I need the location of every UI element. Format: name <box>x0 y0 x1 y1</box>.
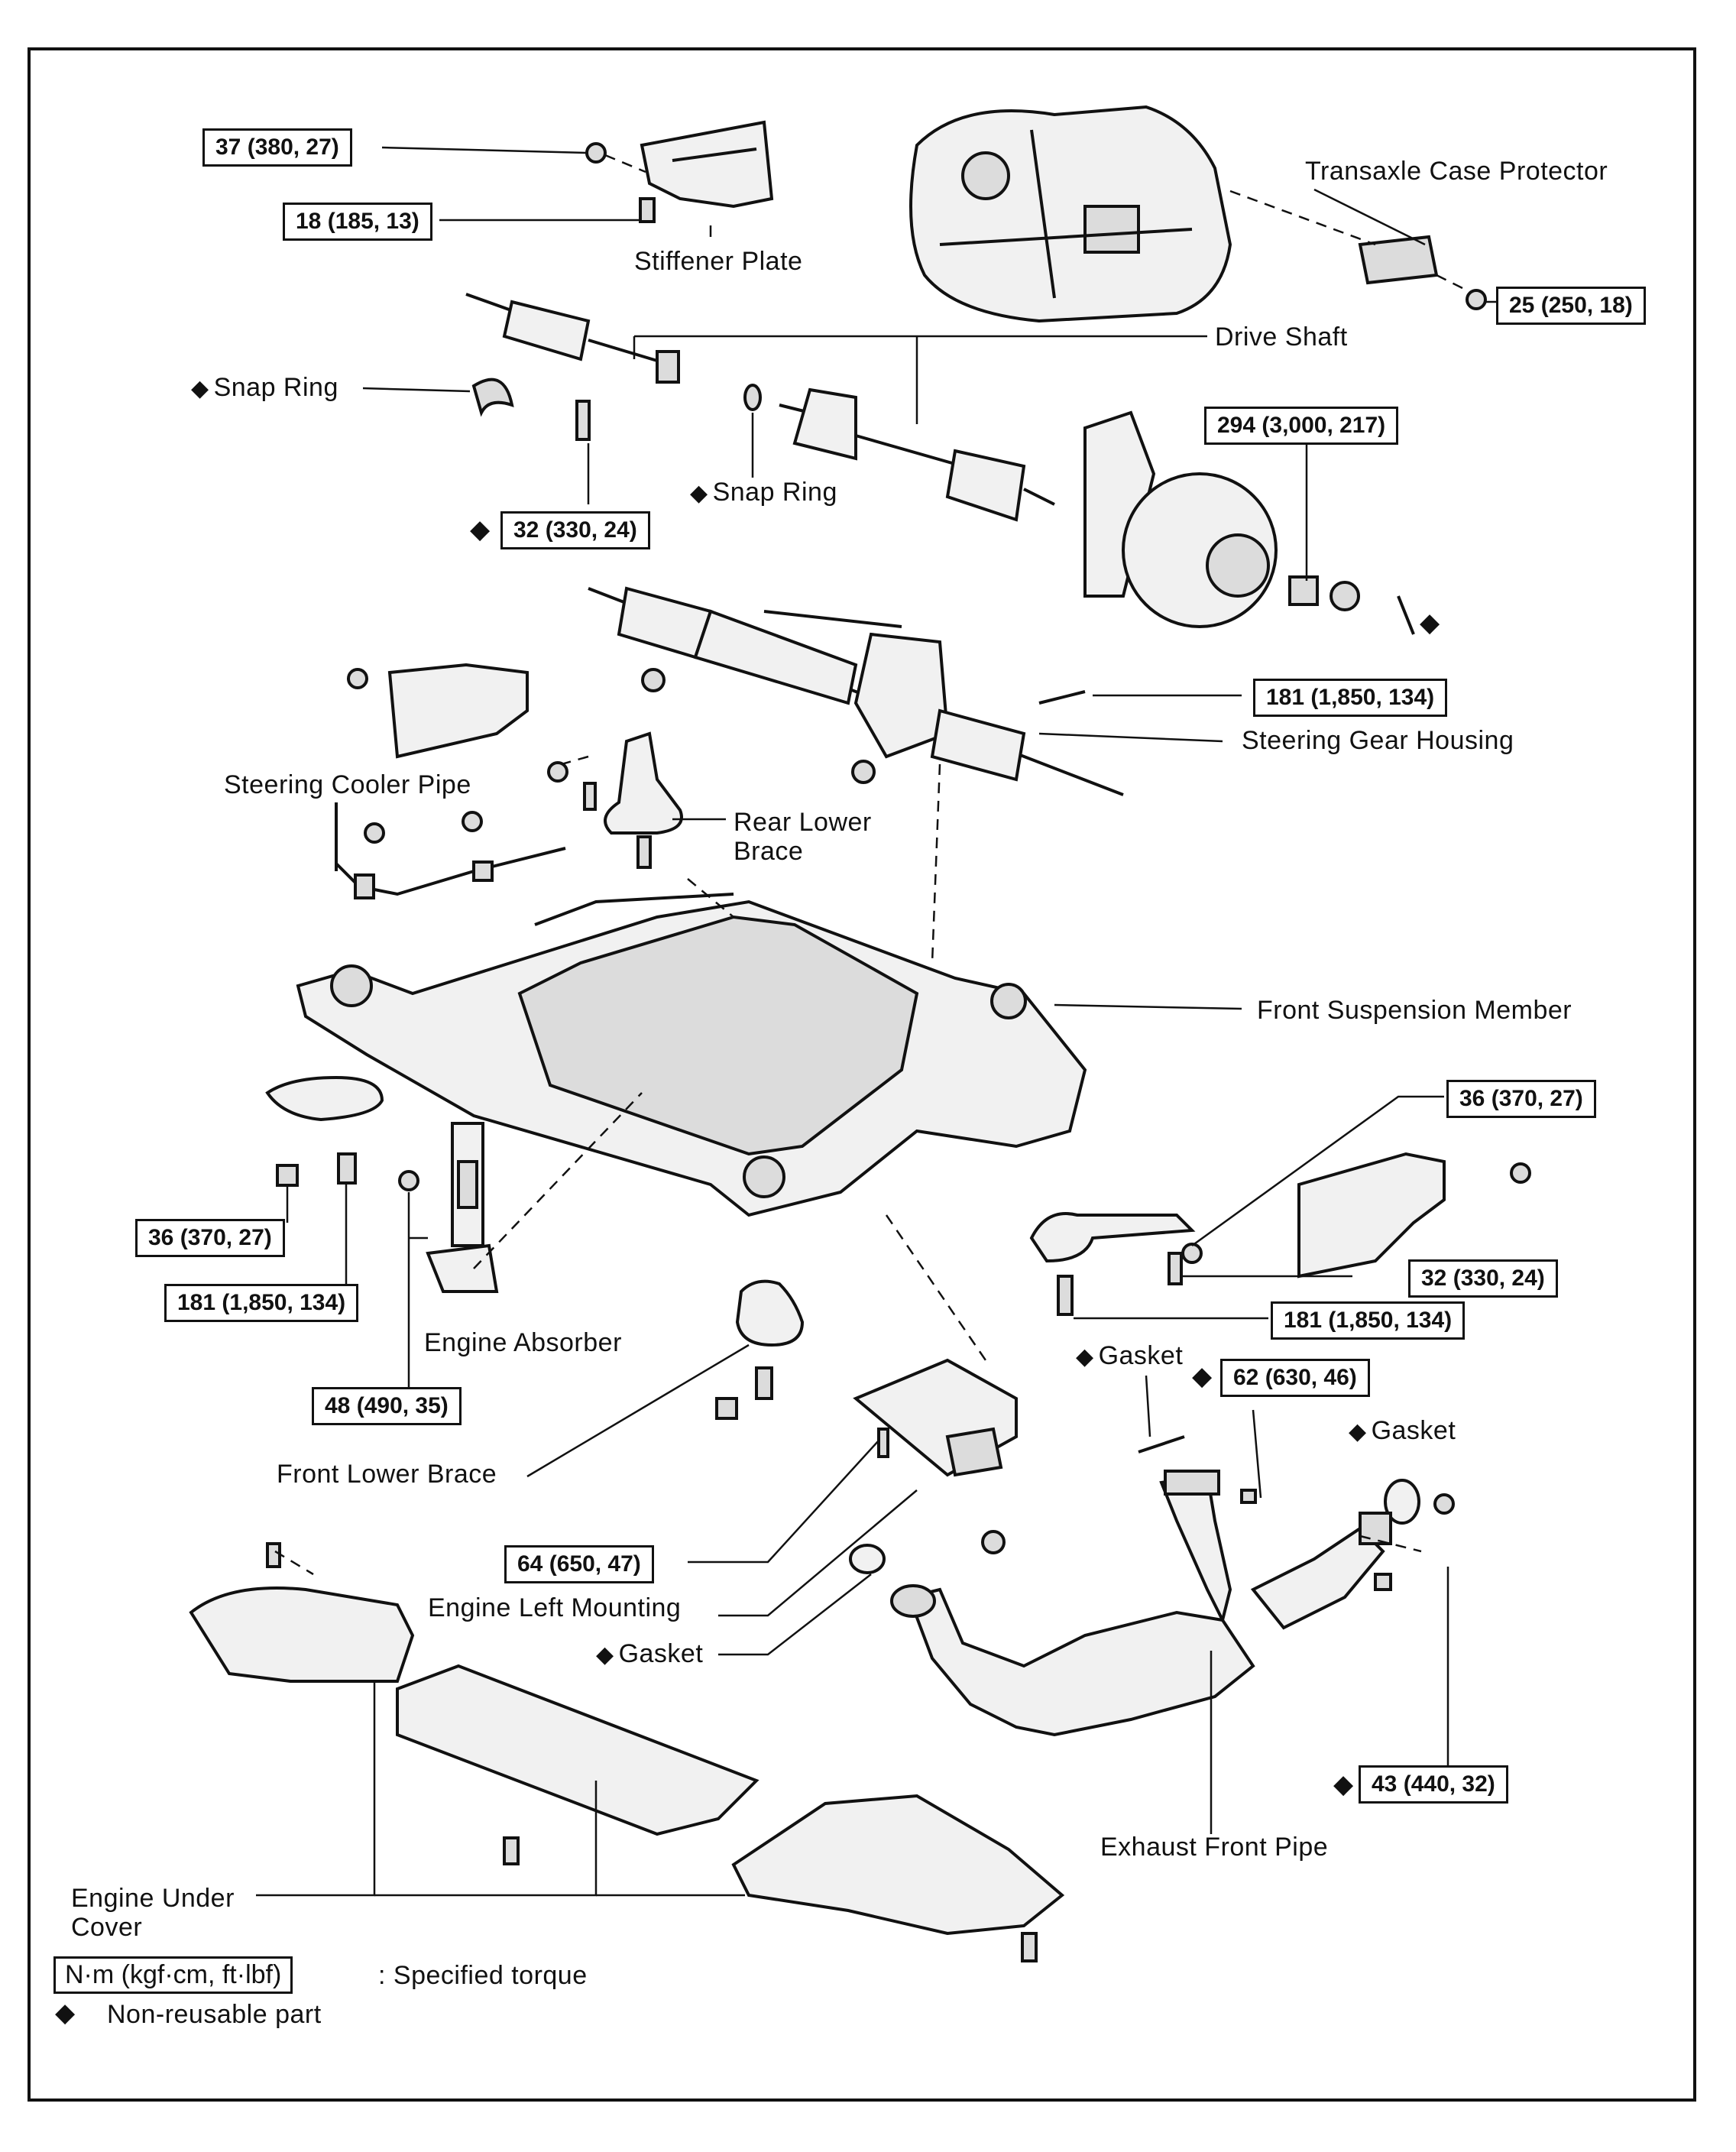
label-steering-gear-housing: Steering Gear Housing <box>1242 726 1514 755</box>
label-gasket-1-text: Gasket <box>1098 1341 1184 1370</box>
nonreusable-marker: ◆ <box>1076 1344 1094 1369</box>
label-gasket-2: ◆Gasket <box>1349 1416 1456 1445</box>
nonreusable-marker: ◆ <box>596 1642 614 1667</box>
nonreusable-marker: ◆ <box>690 481 708 506</box>
torque-294: 294 (3,000, 217) <box>1204 407 1399 445</box>
torque-32b: 32 (330, 24) <box>1408 1259 1558 1298</box>
diagram-frame <box>28 47 1696 2102</box>
label-rear-lower-brace-line1: Rear Lower <box>734 808 872 837</box>
engine-left-mounting-part <box>853 1358 1018 1477</box>
label-gasket-2-text: Gasket <box>1371 1416 1456 1445</box>
torque-181c: 181 (1,850, 134) <box>1271 1301 1466 1340</box>
knuckle-brake-part <box>1083 410 1415 635</box>
label-engine-absorber: Engine Absorber <box>424 1328 622 1357</box>
label-steering-cooler-pipe: Steering Cooler Pipe <box>224 770 471 799</box>
nonreusable-marker: ◆ <box>470 515 491 544</box>
label-snap-ring-2: ◆Snap Ring <box>690 478 837 507</box>
label-gasket-1: ◆Gasket <box>1076 1341 1183 1370</box>
label-transaxle-case-protector: Transaxle Case Protector <box>1305 157 1608 186</box>
label-front-lower-brace: Front Lower Brace <box>277 1460 497 1489</box>
nonreusable-marker: ◆ <box>1349 1419 1367 1444</box>
label-gasket-3: ◆Gasket <box>596 1639 703 1668</box>
torque-25: 25 (250, 18) <box>1496 287 1646 325</box>
engine-absorber-part <box>398 1122 499 1293</box>
engine-under-cover-part <box>189 1542 1065 1962</box>
label-exhaust-front-pipe: Exhaust Front Pipe <box>1100 1833 1329 1862</box>
drive-shaft-part <box>465 293 1055 522</box>
torque-48: 48 (490, 35) <box>312 1387 462 1425</box>
legend-nonreusable-symbol: ◆ <box>55 1998 76 2027</box>
right-brace-part <box>1029 1152 1531 1316</box>
cooler-pipe-part <box>335 802 566 899</box>
steering-gear-part <box>588 586 1124 796</box>
label-snap-ring-1: ◆Snap Ring <box>191 373 338 402</box>
nonreusable-marker: ◆ <box>1420 608 1440 637</box>
nonreusable-marker: ◆ <box>1333 1770 1354 1799</box>
label-front-suspension-member: Front Suspension Member <box>1257 996 1572 1025</box>
label-drive-shaft: Drive Shaft <box>1215 322 1348 352</box>
exhaust-front-pipe-part <box>890 1470 1392 1737</box>
torque-36b: 36 (370, 27) <box>135 1219 285 1257</box>
stiffener-plate-part <box>585 120 774 223</box>
legend-torque-unit: N·m (kgf·cm, ft·lbf) <box>53 1956 293 1994</box>
front-lower-brace-part <box>715 1279 805 1420</box>
torque-181b: 181 (1,850, 134) <box>164 1284 359 1322</box>
label-engine-under-cover-line1: Engine Under <box>71 1884 235 1913</box>
torque-62: 62 (630, 46) <box>1220 1359 1370 1397</box>
torque-64: 64 (650, 47) <box>504 1545 654 1583</box>
torque-181a: 181 (1,850, 134) <box>1253 679 1448 717</box>
left-mount-part <box>265 1075 384 1187</box>
nonreusable-marker: ◆ <box>1192 1362 1213 1391</box>
transaxle-part <box>909 105 1487 323</box>
legend-nonreusable-desc: Non-reusable part <box>107 2000 322 2029</box>
torque-18: 18 (185, 13) <box>283 203 432 241</box>
front-suspension-member-part <box>296 893 1087 1217</box>
shield-upper-left-part <box>347 663 529 759</box>
label-snap-ring-2-text: Snap Ring <box>712 478 837 507</box>
label-stiffener-plate: Stiffener Plate <box>634 247 803 276</box>
nonreusable-marker: ◆ <box>191 376 209 401</box>
rear-lower-brace-part <box>547 731 683 869</box>
label-engine-left-mounting: Engine Left Mounting <box>428 1593 682 1622</box>
label-gasket-3-text: Gasket <box>618 1639 704 1668</box>
label-rear-lower-brace-line2: Brace <box>734 837 804 867</box>
legend-torque-desc: : Specified torque <box>378 1961 588 1990</box>
label-engine-under-cover-line2: Cover <box>71 1913 143 1943</box>
torque-32a: 32 (330, 24) <box>500 511 650 549</box>
torque-36a: 36 (370, 27) <box>1446 1080 1596 1118</box>
torque-37: 37 (380, 27) <box>202 128 352 167</box>
torque-43: 43 (440, 32) <box>1359 1765 1508 1804</box>
gasket-parts <box>849 1435 1455 1574</box>
label-snap-ring-1-text: Snap Ring <box>213 373 338 402</box>
